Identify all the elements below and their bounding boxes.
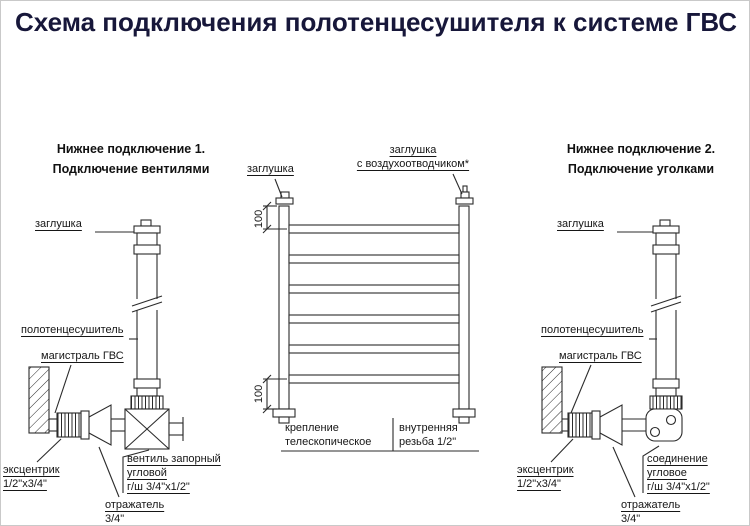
wall-hatch <box>541 366 563 434</box>
eccentric-icon <box>567 412 593 438</box>
plug-icon <box>275 191 294 205</box>
plug-icon <box>652 219 680 234</box>
plug-leader-line <box>274 178 283 198</box>
air-vent-plug-label: заглушка с воздухоотводчиком* <box>356 144 470 170</box>
reflector-label: отражатель 3/4" <box>105 499 165 525</box>
right-leader-lines <box>550 231 660 498</box>
dimension-100-top: 100 <box>253 209 266 229</box>
eccentric-label: эксцентрик 1/2"х3/4" <box>3 464 60 490</box>
reflector-icon <box>599 404 623 446</box>
towel-rail-label: полотенцесушитель <box>21 324 124 336</box>
plug-label: заглушка <box>35 218 82 230</box>
threaded-joint <box>130 395 164 410</box>
towel-rail-pipe <box>655 232 677 397</box>
bottom-fittings <box>272 408 476 424</box>
page-title: Схема подключения полотенцесушителя к си… <box>15 7 737 37</box>
air-vent-plug-icon <box>455 185 474 205</box>
left-diagram-drawing <box>28 219 184 498</box>
pipe-break-marks <box>650 295 682 313</box>
right-section-subheading: Подключение уголками <box>567 162 715 176</box>
hot-water-main-label: магистраль ГВС <box>559 350 642 362</box>
right-section-heading: Нижнее подключение 2. <box>566 142 716 156</box>
union-nut <box>80 410 90 440</box>
left-section-subheading: Подключение вентилями <box>52 162 210 176</box>
reflector-label: отражатель 3/4" <box>621 499 681 525</box>
reflector-icon <box>88 404 112 446</box>
right-collector-pipe <box>458 205 470 410</box>
telescopic-mount-label: крепление телескопическое <box>285 422 372 448</box>
towel-rail-pipe <box>136 232 158 397</box>
bottom-label-rules <box>281 418 479 452</box>
plug-label: заглушка <box>557 218 604 230</box>
plug-icon <box>133 219 161 234</box>
shutoff-valve-icon <box>124 408 184 450</box>
rail-rungs <box>288 224 460 384</box>
right-diagram-drawing <box>541 219 683 498</box>
air-plug-leader-line <box>452 173 463 195</box>
center-rail-drawing <box>262 173 479 452</box>
shutoff-valve-label: вентиль запорный угловой г/ш 3/4"х1/2" <box>127 453 221 493</box>
towel-rail-label: полотенцесушитель <box>541 324 644 336</box>
left-section-heading: Нижнее подключение 1. <box>56 142 206 156</box>
wall-hatch <box>28 366 50 434</box>
union-nut <box>591 410 601 440</box>
hot-water-main-label: магистраль ГВС <box>41 350 124 362</box>
dimension-lines <box>262 201 287 414</box>
left-leader-lines <box>36 231 150 498</box>
corner-fitting-label: соединение угловое г/ш 3/4"х1/2" <box>647 453 710 493</box>
eccentric-icon <box>56 412 82 438</box>
pipe-break-marks <box>131 295 163 313</box>
inner-thread-label: внутренняя резьба 1/2" <box>399 422 458 448</box>
threaded-joint <box>649 395 683 410</box>
corner-elbow-icon <box>645 408 683 442</box>
plug-label: заглушка <box>247 163 294 175</box>
dimension-100-bottom: 100 <box>253 384 266 404</box>
eccentric-label: эксцентрик 1/2"х3/4" <box>517 464 574 490</box>
